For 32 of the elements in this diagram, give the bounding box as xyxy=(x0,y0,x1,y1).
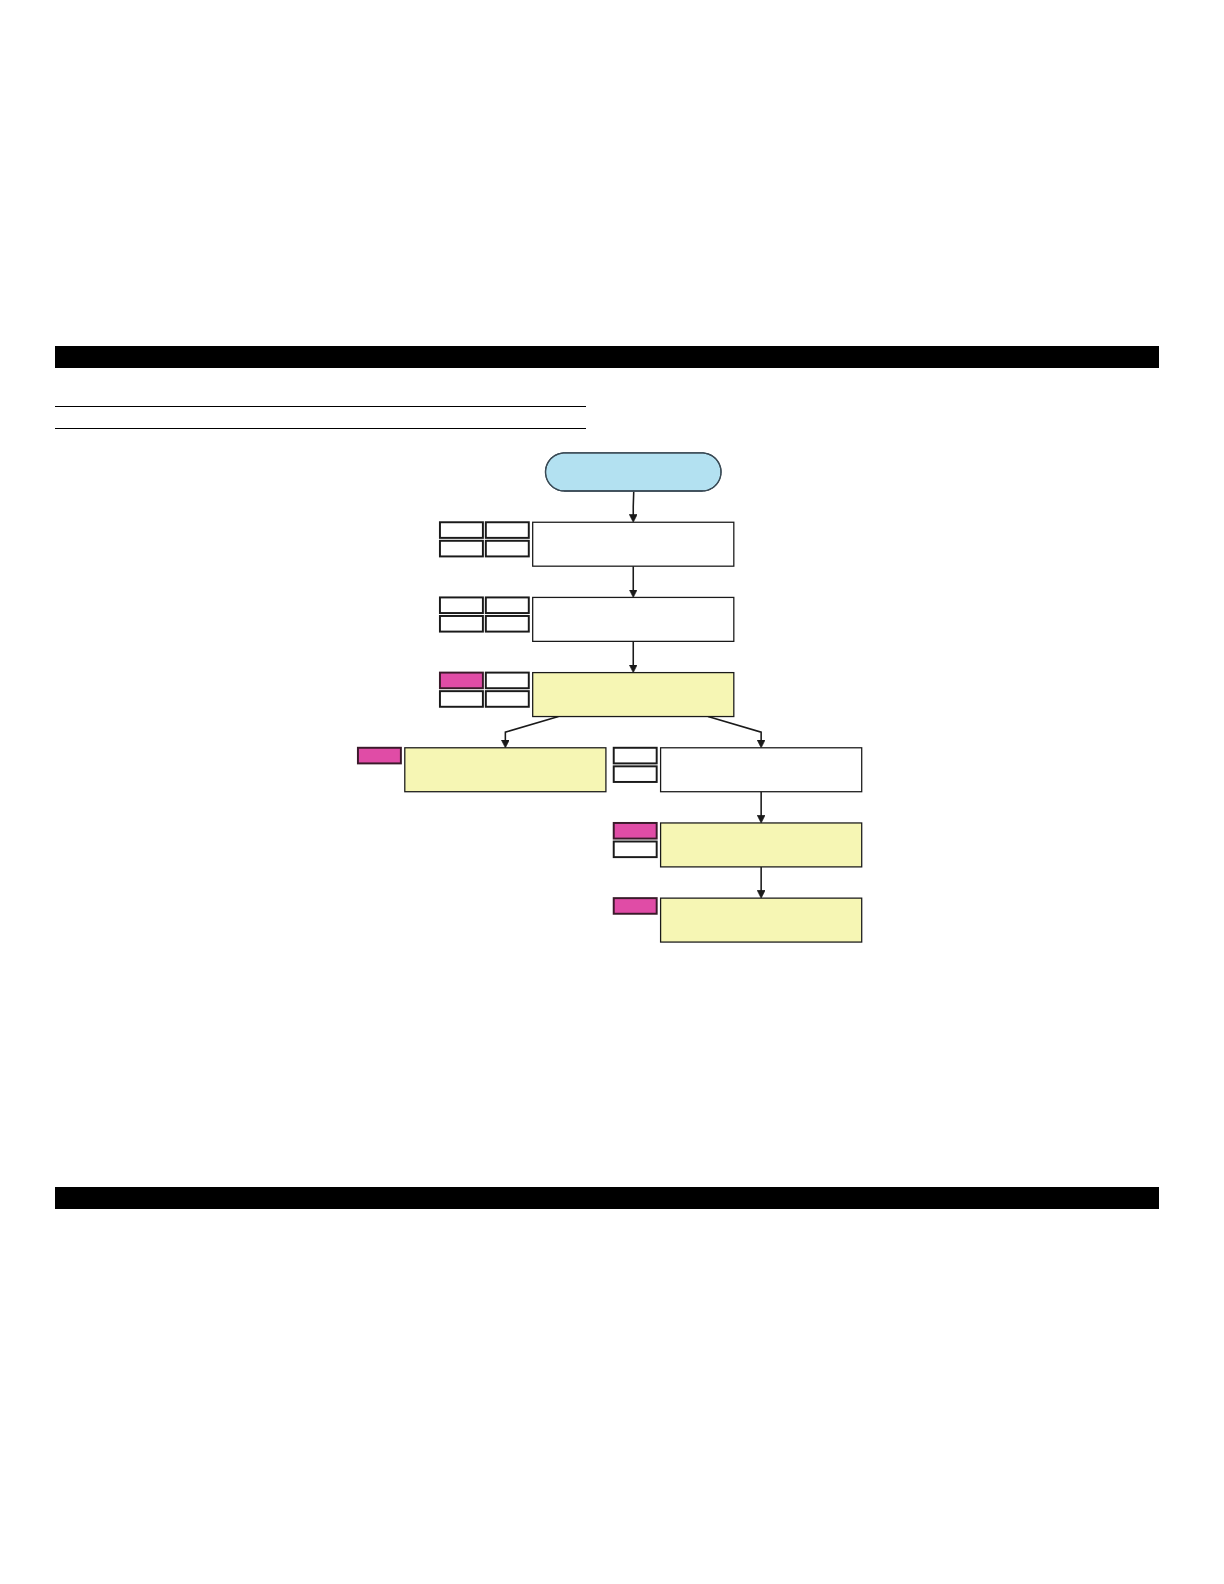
process-box xyxy=(660,747,863,793)
indicator-box xyxy=(485,539,530,558)
indicator-box xyxy=(612,746,658,765)
arrow xyxy=(757,790,766,824)
process-box xyxy=(660,822,863,868)
indicator-box xyxy=(612,897,658,915)
arrow xyxy=(757,866,766,899)
indicator-box xyxy=(439,690,485,708)
process-box xyxy=(532,671,735,718)
terminal-oval xyxy=(545,452,722,492)
arrow xyxy=(707,715,766,749)
indicator-box xyxy=(612,822,658,840)
indicator-box xyxy=(439,671,485,690)
indicator-box xyxy=(439,615,485,633)
indicator-box xyxy=(439,539,485,558)
process-box xyxy=(532,521,735,567)
indicator-box xyxy=(439,521,485,539)
process-box xyxy=(532,596,735,642)
indicator-box xyxy=(485,615,530,633)
indicator-box xyxy=(485,690,530,708)
indicator-box xyxy=(357,746,403,765)
arrow xyxy=(629,565,638,598)
process-box xyxy=(660,897,863,943)
process-box xyxy=(404,747,607,793)
indicator-box xyxy=(485,671,530,690)
indicator-box xyxy=(439,596,485,615)
arrow xyxy=(629,640,638,673)
indicator-box xyxy=(612,840,658,859)
arrow xyxy=(629,490,638,523)
indicator-box xyxy=(485,521,530,539)
indicator-box xyxy=(485,596,530,615)
indicator-box xyxy=(612,765,658,783)
